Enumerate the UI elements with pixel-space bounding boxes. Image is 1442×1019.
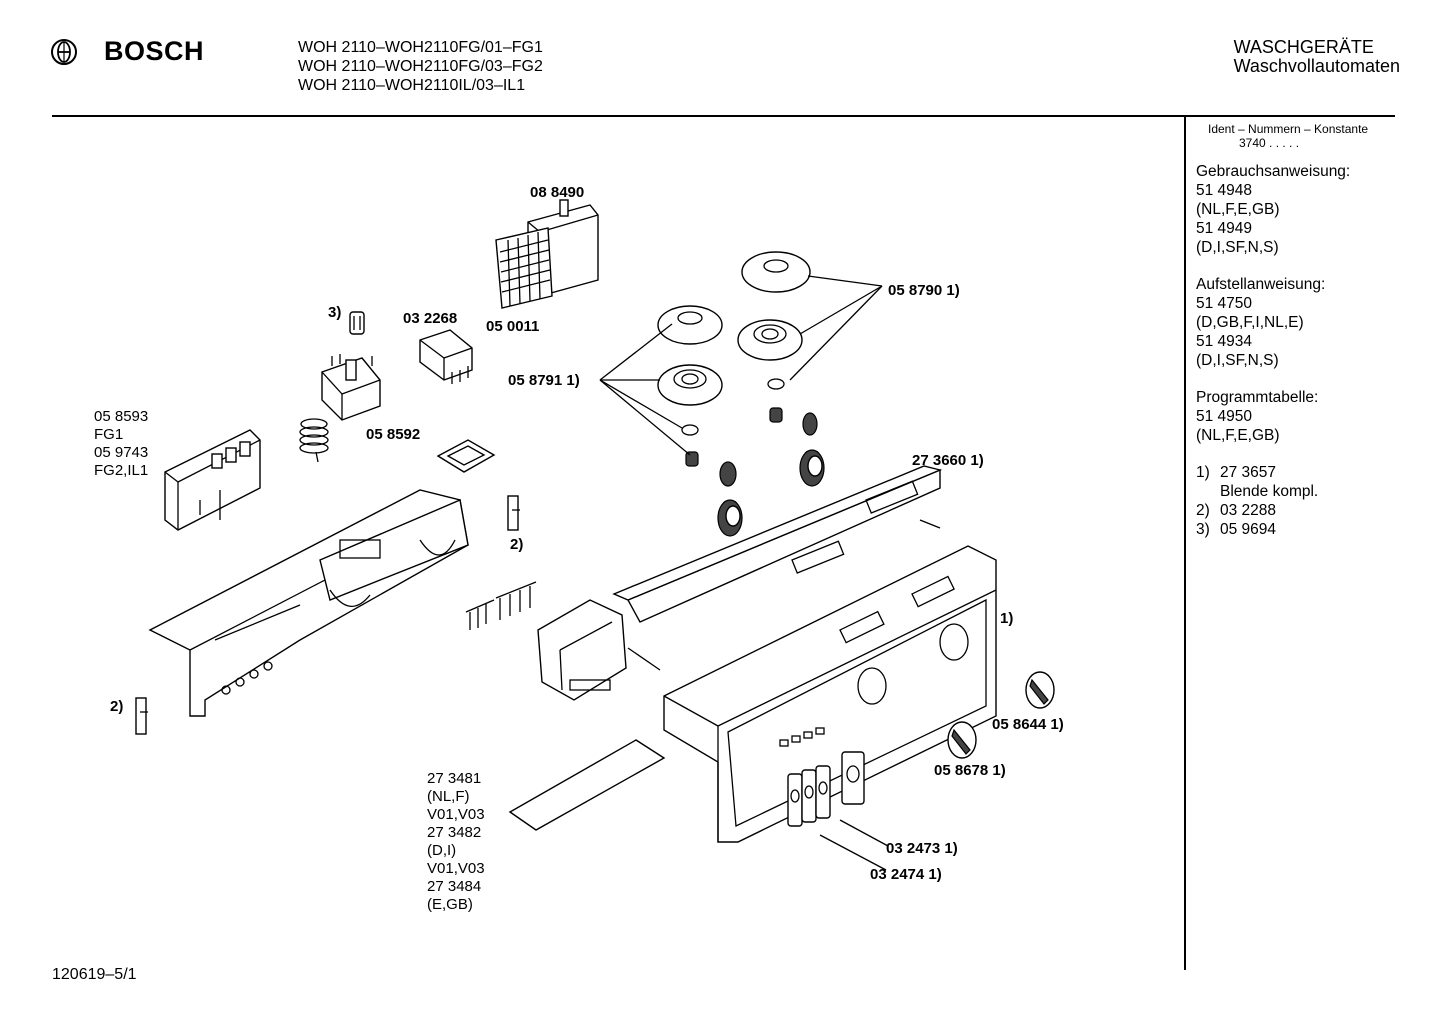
category-subtitle: Waschvollautomaten xyxy=(1233,56,1400,76)
part-control-panel xyxy=(663,545,997,843)
part-relay xyxy=(419,329,473,384)
label-058790: 05 8790 1) xyxy=(888,282,960,299)
model-line: WOH 2110–WOH2110FG/03–FG2 xyxy=(298,58,543,75)
brand-name: BOSCH xyxy=(104,36,205,66)
block-line: (D,I,SF,N,S) xyxy=(1196,239,1279,256)
part-fn2-bracket xyxy=(135,495,520,735)
block-line: 51 4949 xyxy=(1196,220,1253,237)
label-273660: 27 3660 1) xyxy=(912,452,984,469)
label-fn1: 1) xyxy=(1000,610,1014,627)
block-line: 51 4934 xyxy=(1196,333,1253,350)
sidebar-divider xyxy=(1184,116,1186,970)
part-cover-strip xyxy=(612,465,943,671)
programm-block: Programmtabelle: 51 4950 (NL,F,E,GB) xyxy=(1196,388,1368,445)
block-title: Programmtabelle: xyxy=(1196,389,1319,406)
block-line: (D,I,SF,N,S) xyxy=(1196,352,1279,369)
part-switch-carrier xyxy=(537,599,627,701)
label-fn3: 3) xyxy=(328,304,342,321)
brand-logo: BOSCH xyxy=(50,36,204,67)
sidebar: Ident – Nummern – Konstante 3740 . . . .… xyxy=(1196,122,1368,539)
label-032268: 03 2268 xyxy=(403,310,458,327)
category: WASCHGERÄTE Waschvollautomaten xyxy=(1234,38,1400,76)
part-chassis xyxy=(148,489,469,717)
footnote-text: 03 2288 xyxy=(1220,502,1277,519)
header-divider xyxy=(52,115,1395,117)
footnote-row: Blende kompl. xyxy=(1196,482,1368,501)
leader-lines xyxy=(599,275,889,871)
part-frame xyxy=(436,439,496,473)
footnotes: 1) 27 3657 Blende kompl. 2) 03 2288 3) 05 9… xyxy=(1196,463,1368,539)
model-list: WOH 2110–WOH2110FG/01–FG1 WOH 2110–WOH21… xyxy=(298,38,543,95)
block-line: 51 4948 xyxy=(1196,182,1253,199)
label-058592: 05 8592 xyxy=(366,426,421,443)
block-line: 51 4750 xyxy=(1196,295,1253,312)
part-switch-block xyxy=(495,199,599,309)
footnote-text: Blende kompl. xyxy=(1220,483,1319,500)
block-line: (NL,F,E,GB) xyxy=(1196,427,1280,444)
footnote-number: 2) xyxy=(1196,502,1210,519)
label-058678: 05 8678 1) xyxy=(934,762,1006,779)
footnote-number: 3) xyxy=(1196,521,1210,538)
part-fn3 xyxy=(349,311,365,335)
label-058644: 05 8644 1) xyxy=(992,716,1064,733)
part-knobs xyxy=(947,671,1055,759)
footnote-row: 3) 05 9694 xyxy=(1196,520,1368,539)
part-timer xyxy=(299,354,381,463)
footnote-row: 2) 03 2288 xyxy=(1196,501,1368,520)
gebrauch-block: Gebrauchsanweisung: 51 4948 (NL,F,E,GB) … xyxy=(1196,162,1368,257)
ident-title: Ident – Nummern – Konstante xyxy=(1208,122,1369,136)
block-line: (NL,F,E,GB) xyxy=(1196,201,1280,218)
part-small-rings xyxy=(681,378,825,537)
block-line: 51 4950 xyxy=(1196,408,1253,425)
block-title: Aufstellanweisung: xyxy=(1196,276,1326,293)
footnote-text: 05 9694 xyxy=(1220,521,1277,538)
label-fn2b: 2) xyxy=(110,698,124,715)
part-circuit-board xyxy=(164,429,261,531)
footnote-number: 1) xyxy=(1196,464,1210,481)
model-line: WOH 2110–WOH2110FG/01–FG1 xyxy=(298,39,543,56)
model-line: WOH 2110–WOH2110IL/03–IL1 xyxy=(298,77,526,94)
label-088490: 08 8490 xyxy=(530,184,585,201)
document-code: 120619–5/1 xyxy=(52,966,137,983)
part-contact-springs xyxy=(465,581,537,630)
label-058791: 05 8791 1) xyxy=(508,372,580,389)
block-line: (D,GB,F,I,NL,E) xyxy=(1196,314,1304,331)
footnote-row: 1) 27 3657 xyxy=(1196,463,1368,482)
category-title: WASCHGERÄTE xyxy=(1233,37,1374,57)
footnote-number xyxy=(1196,482,1220,501)
label-strip-variants: 27 3481 (NL,F) V01,V03 27 3482 (D,I) V01… xyxy=(427,770,485,913)
exploded-parts-drawing xyxy=(135,199,1055,871)
label-050011: 05 0011 xyxy=(486,318,540,335)
bosch-armature-icon xyxy=(51,38,77,65)
ident-value: 3740 . . . . . xyxy=(1239,136,1300,150)
label-fn2a: 2) xyxy=(510,536,524,553)
block-title: Gebrauchsanweisung: xyxy=(1196,163,1351,180)
part-label-strip xyxy=(508,739,666,831)
part-push-buttons xyxy=(787,751,865,827)
label-circuit-board-variants: 05 8593 FG1 05 9743 FG2,IL1 xyxy=(94,408,149,479)
footnote-text: 27 3657 xyxy=(1220,464,1277,481)
label-032473: 03 2473 1) xyxy=(886,840,958,857)
label-032474: 03 2474 1) xyxy=(870,866,942,883)
part-discs xyxy=(657,251,811,406)
aufstell-block: Aufstellanweisung: 51 4750 (D,GB,F,I,NL,… xyxy=(1196,275,1368,370)
